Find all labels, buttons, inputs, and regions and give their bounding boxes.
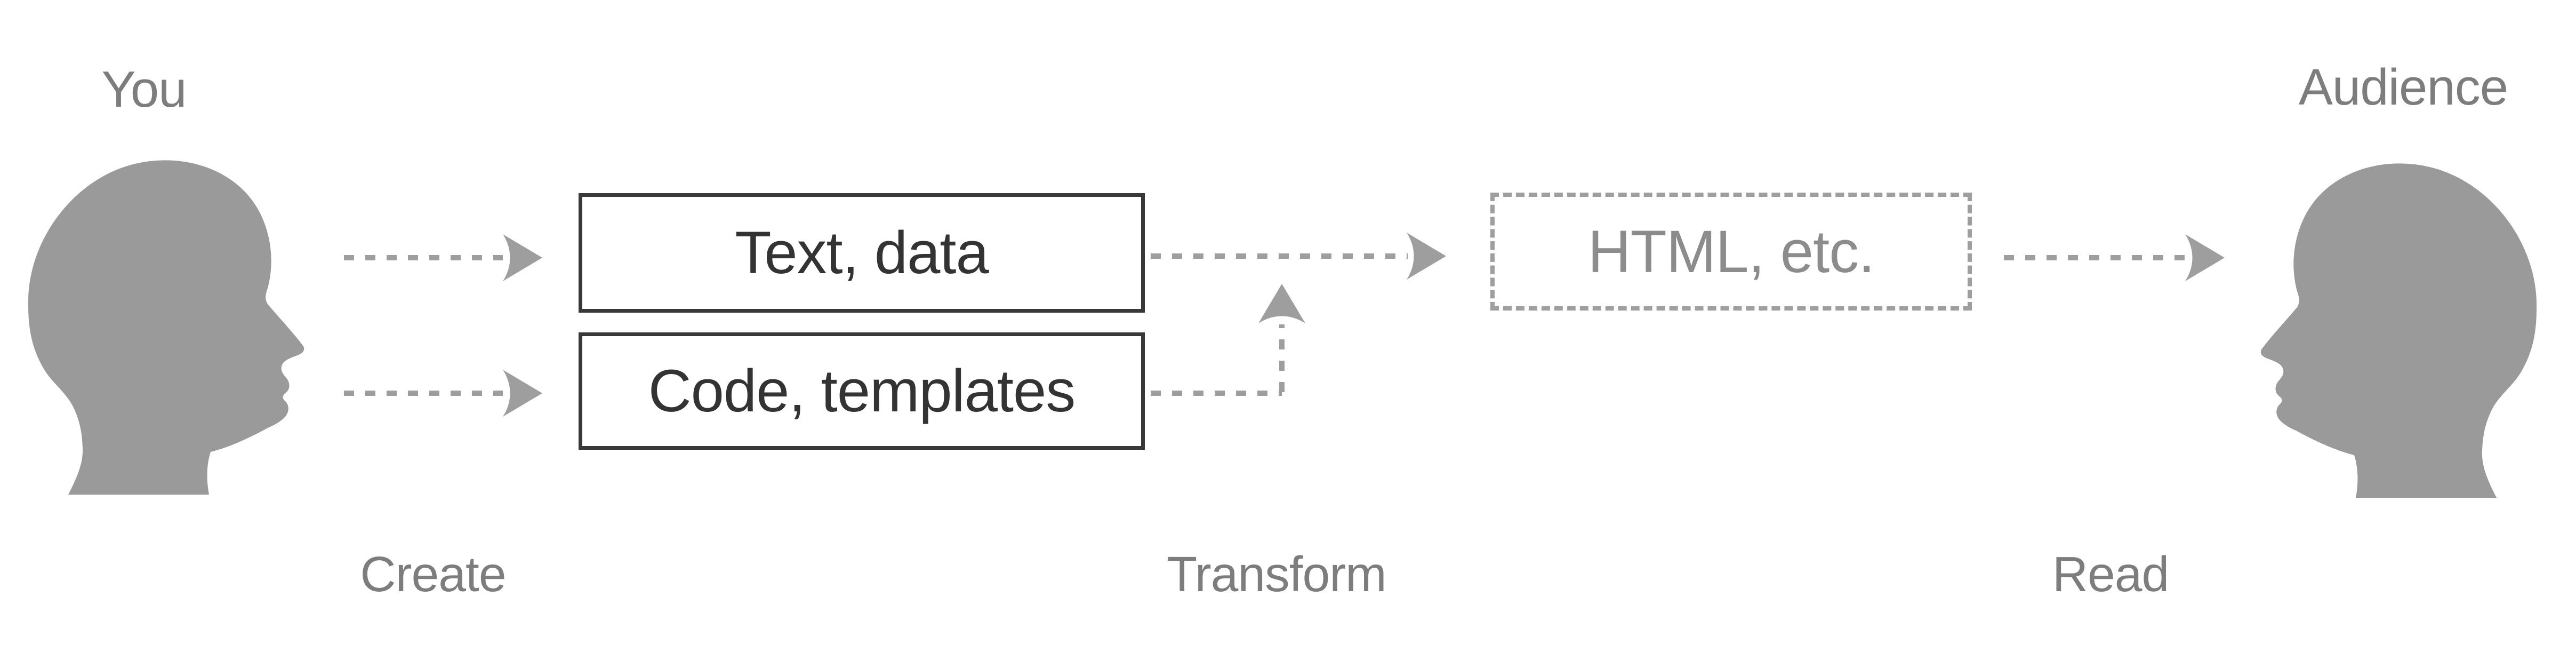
arrowhead-up-icon: [1258, 284, 1305, 323]
you-head-icon: [28, 160, 304, 495]
html-output-box: HTML, etc.: [1490, 193, 1972, 311]
stage-label-create: Create: [360, 546, 506, 602]
arrow-you-to-text-data: [344, 234, 542, 281]
arrow-text-data-to-html: [1151, 233, 1446, 280]
audience-head-icon: [2260, 163, 2537, 498]
arrow-code-templates-up: [1151, 284, 1305, 396]
audience-label: Audience: [2298, 59, 2508, 116]
arrow-you-to-code-templates: [344, 370, 542, 417]
you-label: You: [101, 61, 187, 118]
stage-label-transform: Transform: [1167, 546, 1386, 602]
code-templates-box: Code, templates: [579, 332, 1145, 450]
arrowhead-right-icon: [503, 370, 542, 417]
html-output-box-label: HTML, etc.: [1587, 218, 1875, 285]
text-data-box-label: Text, data: [735, 219, 989, 286]
text-data-box: Text, data: [579, 193, 1145, 313]
arrow-html-to-audience: [2004, 234, 2225, 281]
code-templates-box-label: Code, templates: [648, 357, 1076, 424]
arrowhead-right-icon: [1407, 233, 1446, 280]
stage-label-read: Read: [2052, 546, 2169, 602]
arrowhead-right-icon: [2185, 234, 2225, 281]
arrowhead-right-icon: [503, 234, 542, 281]
